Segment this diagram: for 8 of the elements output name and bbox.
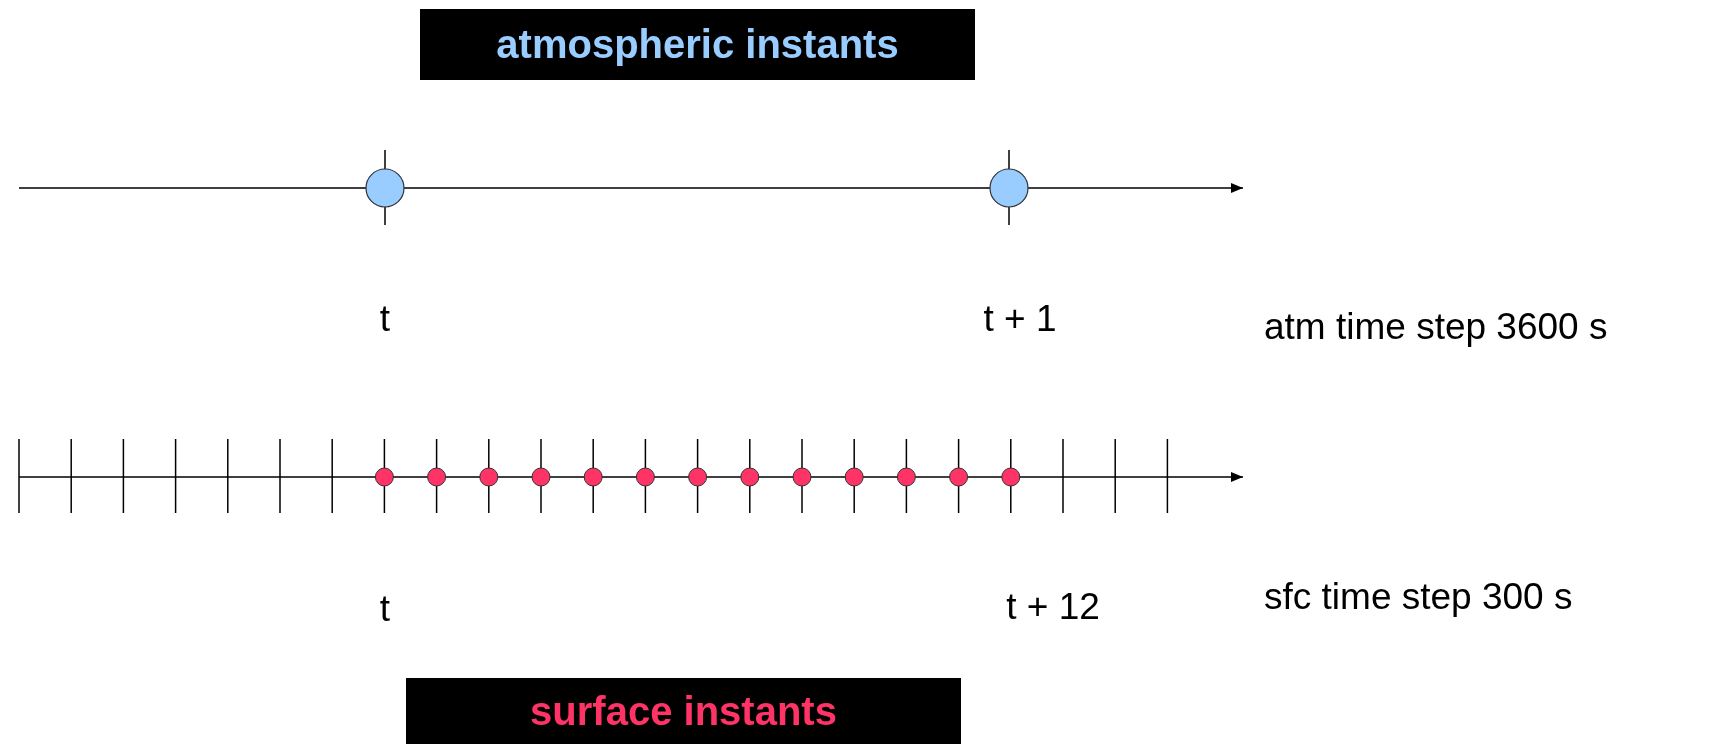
time-label: t bbox=[379, 300, 391, 337]
step-label: sfc time step 300 s bbox=[1264, 578, 1573, 615]
title-box: atmospheric instants bbox=[420, 9, 975, 80]
title-box: surface instants bbox=[406, 678, 961, 744]
time-label: t + 12 bbox=[1006, 588, 1100, 625]
step-label: atm time step 3600 s bbox=[1264, 308, 1608, 345]
time-label: t bbox=[379, 590, 391, 627]
time-label: t + 1 bbox=[983, 300, 1057, 337]
